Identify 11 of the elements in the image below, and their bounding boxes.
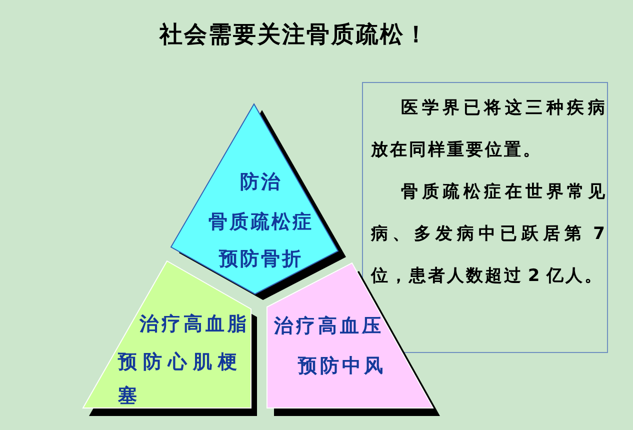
panel-label: 预防心肌梗塞 bbox=[118, 350, 244, 409]
panel-label: 防治 bbox=[239, 170, 282, 194]
paragraph: 医学界已将这三种疾病放在同样重要位置。 bbox=[371, 97, 607, 162]
panel-label: 治疗高血脂 bbox=[138, 312, 250, 336]
panel-label: 预防骨折 bbox=[218, 247, 303, 271]
title: 社会需要关注骨质疏松！ bbox=[159, 21, 429, 49]
panel-label: 治疗高血压 bbox=[274, 314, 384, 338]
info-box bbox=[362, 82, 608, 353]
panel-label: 预防中风 bbox=[298, 354, 386, 378]
panel-label: 骨质疏松症 bbox=[208, 210, 314, 234]
paragraph: 骨质疏松症在世界常见病、多发病中已跃居第 7 位，患者人数超过 2 亿人。 bbox=[371, 181, 607, 288]
